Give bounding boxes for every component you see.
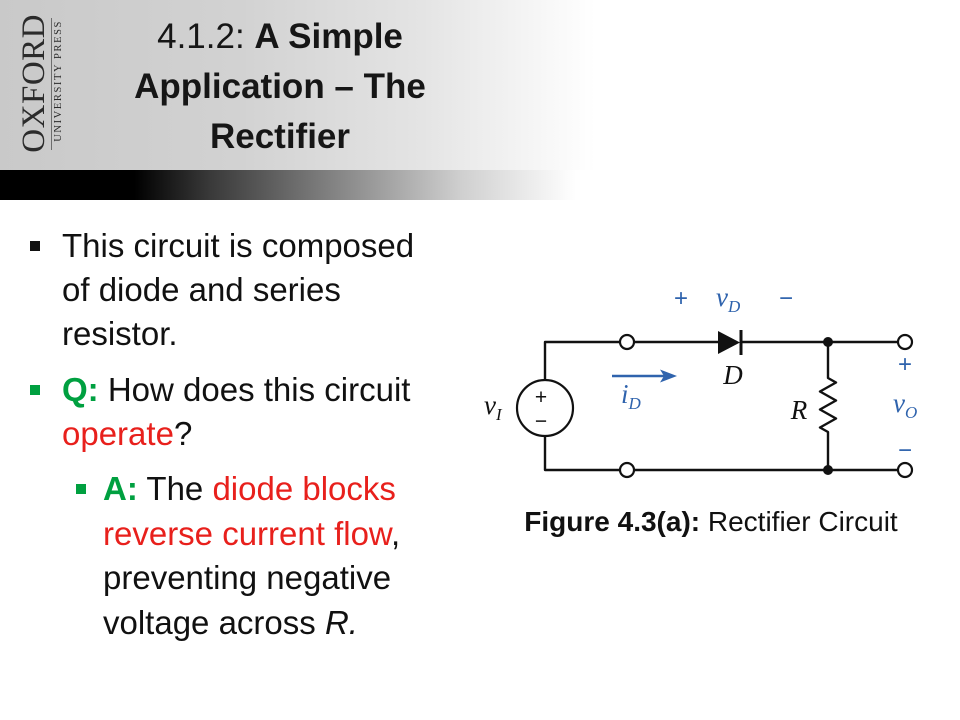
answer-highlight: reverse current flow — [103, 514, 391, 552]
diode-triangle — [718, 331, 740, 354]
title-text-line-1: A Simple — [254, 17, 403, 56]
output-minus-sign: − — [898, 437, 912, 464]
diode-label: D — [722, 360, 743, 390]
sub-bullet-marker — [76, 484, 86, 494]
figure-caption: Figure 4.3(a): Rectifier Circuit — [476, 505, 946, 539]
bullet-line: This circuit is composed — [62, 227, 415, 264]
output-voltage-label: vO — [893, 388, 917, 422]
bullet-marker-2 — [30, 385, 40, 395]
diode-voltage-minus-sign: − — [779, 285, 793, 312]
diode-voltage-symbol: v — [716, 282, 728, 312]
title-line-1: 4.1.2: A Simple — [80, 12, 480, 62]
diode-current-symbol: i — [621, 379, 629, 409]
voltage-source-circle — [515, 378, 575, 438]
question-line-2: operate? — [62, 412, 410, 456]
source-plus-sign: + — [535, 386, 547, 409]
output-plus-sign: + — [898, 351, 912, 378]
figure-caption-text: Rectifier Circuit — [707, 506, 898, 537]
output-terminal-bottom — [896, 461, 914, 479]
input-terminal-bottom — [618, 461, 636, 479]
logo-tagline: UNIVERSITY PRESS — [53, 20, 64, 142]
output-voltage-subscript: O — [905, 403, 917, 422]
question-highlight: operate — [62, 415, 174, 452]
title-line-3: Rectifier — [209, 117, 351, 156]
bullet-line: of diode and series — [62, 271, 341, 308]
answer-line-1: A: The diode blocks — [103, 467, 400, 512]
logo-divider — [51, 18, 52, 150]
header-accent-bar — [0, 170, 960, 200]
resistor-label: R — [790, 395, 808, 425]
wire-input-bottom — [543, 434, 622, 472]
figure-caption-label: Figure 4.3(a): — [524, 506, 701, 537]
answer-line-2: reverse current flow, — [103, 512, 400, 557]
wire-input-top — [543, 340, 622, 382]
header-band — [0, 0, 960, 170]
diode-voltage-subscript: D — [727, 297, 741, 316]
answer-label: A: — [103, 470, 138, 507]
resistor-symbol-text: R. — [324, 603, 358, 641]
source-voltage-subscript: I — [495, 405, 503, 424]
diode-voltage-plus-sign: + — [674, 285, 688, 312]
question-label: Q: — [62, 371, 99, 408]
rectifier-circuit-diagram: + − vI + vD − iD D R + vO − — [484, 282, 917, 479]
title-line-2: Application – The — [134, 67, 426, 106]
source-minus-sign: − — [535, 410, 547, 433]
output-terminal-top — [896, 333, 914, 351]
bullet-marker-1 — [30, 241, 40, 251]
resistor-zigzag — [818, 340, 838, 472]
source-voltage-label: vI — [484, 390, 503, 424]
slide-title: 4.1.2: A Simple Application – The Rectif… — [80, 12, 480, 162]
title-section-number: 4.1.2: — [157, 17, 245, 56]
answer-text: The — [146, 470, 204, 507]
output-voltage-symbol: v — [893, 388, 905, 418]
bullet-circuit-description: This circuit is composed of diode and se… — [62, 224, 414, 356]
question-line-1: Q: How does this circuit — [62, 368, 410, 412]
current-arrow-head — [660, 369, 677, 383]
input-terminal-top — [618, 333, 636, 351]
diode-voltage-label: vD — [716, 282, 741, 316]
question-text: How does this circuit — [107, 371, 411, 408]
answer-line-3: preventing negative — [103, 559, 392, 596]
answer-comma: , — [390, 514, 401, 552]
diode-current-subscript: D — [628, 394, 642, 413]
logo-wordmark: OXFORD — [16, 14, 52, 153]
question-mark: ? — [173, 415, 193, 452]
diode-current-label: iD — [621, 379, 642, 413]
junction-node-bottom — [823, 465, 833, 475]
answer-highlight: diode blocks — [212, 470, 396, 507]
junction-node-top — [823, 337, 833, 347]
bullet-question: Q: How does this circuit operate? — [62, 368, 410, 456]
answer-text: voltage across — [103, 603, 316, 641]
source-voltage-symbol: v — [484, 390, 496, 420]
bullet-answer: A: The diode blocks reverse current flow… — [103, 467, 400, 645]
answer-line-4: voltage across R. — [103, 601, 400, 646]
bullet-line: resistor. — [62, 315, 178, 352]
